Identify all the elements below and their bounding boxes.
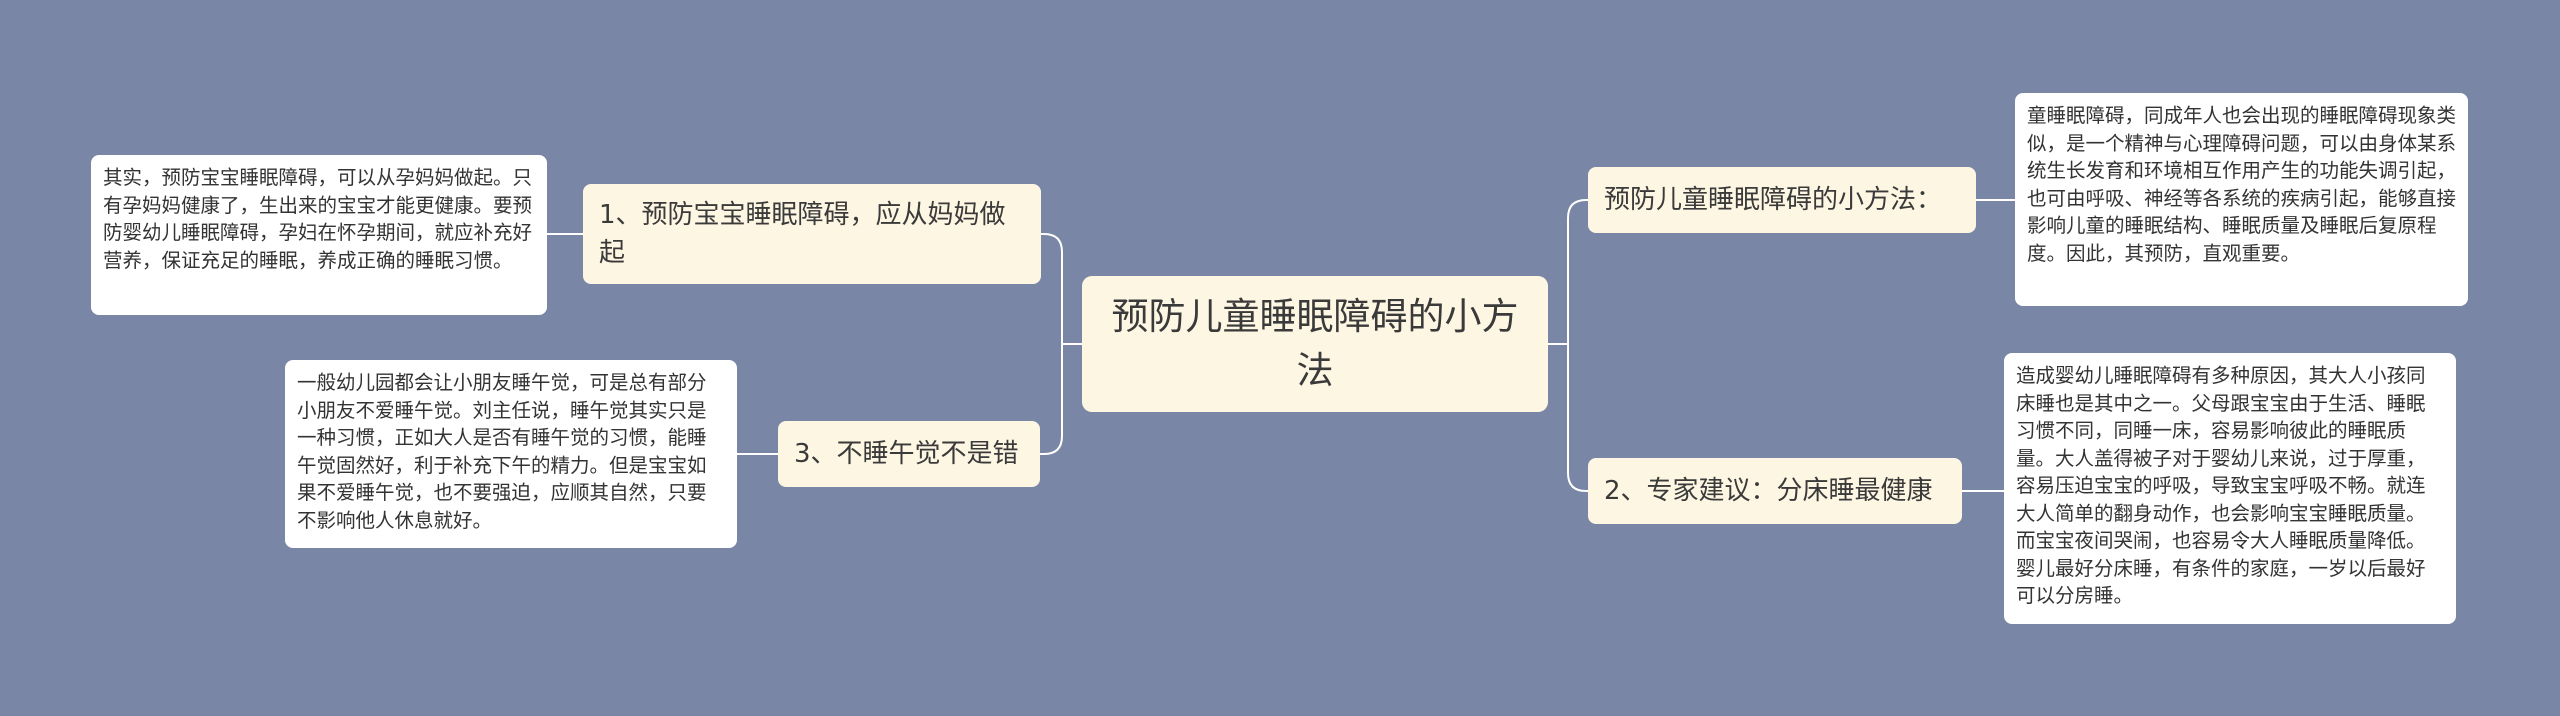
detail-text: 一般幼儿园都会让小朋友睡午觉，可是总有部分小朋友不爱睡午觉。刘主任说，睡午觉其实…: [297, 371, 707, 532]
branch-label: 1、预防宝宝睡眠障碍，应从妈妈做起: [599, 200, 1006, 268]
branch-label: 2、专家建议：分床睡最健康: [1604, 476, 1933, 506]
connector-right-branch-1: [1567, 199, 1588, 344]
branch-label: 预防儿童睡眠障碍的小方法：: [1604, 185, 1943, 215]
detail-note-no-nap-ok[interactable]: 一般幼儿园都会让小朋友睡午觉，可是总有部分小朋友不爱睡午觉。刘主任说，睡午觉其实…: [285, 360, 737, 548]
detail-text: 造成婴幼儿睡眠障碍有多种原因，其大人小孩同床睡也是其中之一。父母跟宝宝由于生活、…: [2016, 364, 2426, 607]
detail-note-separate-beds[interactable]: 造成婴幼儿睡眠障碍有多种原因，其大人小孩同床睡也是其中之一。父母跟宝宝由于生活、…: [2004, 353, 2456, 624]
root-topic-label: 预防儿童睡眠障碍的小方法: [1111, 295, 1519, 392]
branch-separate-beds[interactable]: 2、专家建议：分床睡最健康: [1588, 458, 1962, 524]
branch-label: 3、不睡午觉不是错: [794, 439, 1019, 469]
detail-note-prevention-methods[interactable]: 童睡眠障碍，同成年人也会出现的睡眠障碍现象类似，是一个精神与心理障碍问题，可以由…: [2015, 93, 2468, 306]
detail-text: 童睡眠障碍，同成年人也会出现的睡眠障碍现象类似，是一个精神与心理障碍问题，可以由…: [2027, 104, 2457, 265]
detail-text: 其实，预防宝宝睡眠障碍，可以从孕妈妈做起。只有孕妈妈健康了，生出来的宝宝才能更健…: [103, 166, 533, 272]
detail-note-prevent-from-mother[interactable]: 其实，预防宝宝睡眠障碍，可以从孕妈妈做起。只有孕妈妈健康了，生出来的宝宝才能更健…: [91, 155, 547, 315]
root-topic[interactable]: 预防儿童睡眠障碍的小方法: [1082, 276, 1548, 412]
connector-left-branch-2: [1040, 344, 1063, 455]
branch-no-nap-ok[interactable]: 3、不睡午觉不是错: [778, 421, 1040, 487]
branch-prevention-methods[interactable]: 预防儿童睡眠障碍的小方法：: [1588, 167, 1976, 233]
branch-prevent-from-mother[interactable]: 1、预防宝宝睡眠障碍，应从妈妈做起: [583, 184, 1041, 284]
connector-right-branch-2: [1567, 344, 1588, 492]
connector-left-branch-1: [1041, 233, 1063, 344]
